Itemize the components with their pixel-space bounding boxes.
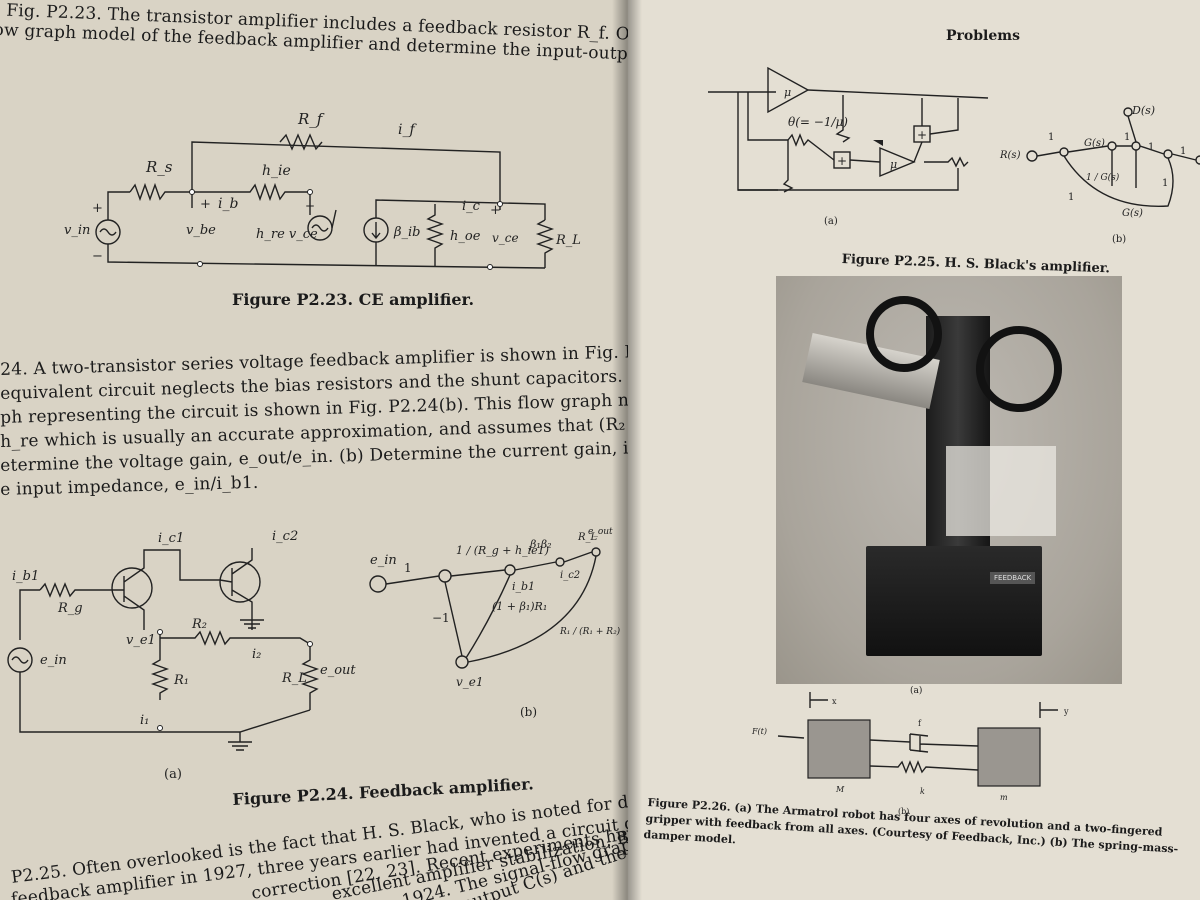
neg1-graph-label: −1 [432, 611, 450, 625]
one-b-label-3: 1 [1148, 142, 1154, 153]
bib-label: β_ib [393, 225, 421, 240]
armatrol-robot-photo: FEEDBACK [776, 276, 1122, 684]
vin-label: v_in [64, 223, 90, 238]
spring-mass-damper-diagram: x y f F(t) M k m (b) [751, 692, 1069, 816]
robot-base [866, 546, 1042, 656]
fig-p223-caption: Figure P2.23. CE amplifier. [232, 290, 475, 309]
one-b-label-5: 1 [1162, 178, 1168, 189]
x-label: x [832, 697, 837, 706]
fig-p226-sub-a: (a) [910, 686, 923, 696]
robot-wheel-1 [866, 296, 942, 372]
rl-graph-label: R_L [577, 532, 598, 543]
ce-amplifier-circuit: R_f i_f R_s h_ie + i_b + − v_in v_be h_r… [64, 110, 581, 270]
mu-2-label: μ [890, 158, 897, 171]
plus-hre: + [305, 199, 315, 213]
rl-circuit-label: R_L [281, 671, 307, 686]
y-label: y [1063, 707, 1069, 716]
rf-label: R_f [297, 110, 325, 128]
plus-vce: + [490, 203, 501, 218]
fig-p224-sub-b: (b) [520, 705, 537, 719]
M-label: M [835, 785, 845, 794]
if-label: i_f [398, 122, 417, 138]
one-b-label-6: 1 [1068, 192, 1074, 203]
vce-label: v_ce [492, 231, 519, 245]
fig-p225-sub-a: (a) [824, 216, 838, 227]
black-amplifier-signal-flow-graph: D(s) R(s) 1 G(s) 1 1 1 1 / G(s) 1 1 G(s)… [999, 104, 1200, 245]
plus-vin: + [92, 201, 103, 216]
hre-label: h_re v_ce [256, 227, 318, 242]
ein-circuit-label: e_in [40, 653, 67, 668]
one-b-label-1: 1 [1048, 132, 1054, 143]
f-label: f [918, 719, 922, 728]
p224-line-6: e input impedance, e_in/i_b1. [0, 472, 259, 500]
feedback-graph-label: (1 + β₁)R₁ [492, 600, 547, 613]
rg-label: R_g [57, 601, 83, 616]
rl-label: R_L [555, 233, 581, 248]
feedback-badge: FEEDBACK [990, 572, 1036, 584]
gs-label-2: G(s) [1122, 208, 1143, 219]
mass-m [977, 727, 1041, 787]
ve1-graph-label: v_e1 [456, 675, 484, 689]
ds-label: D(s) [1131, 104, 1155, 117]
rs-label-b: R(s) [999, 150, 1021, 161]
mass-M [807, 719, 871, 779]
robot-wheel-2 [976, 326, 1062, 412]
force-label: F(t) [751, 727, 767, 736]
frac-label: 1 / G(s) [1086, 172, 1120, 183]
feedback-amplifier-circuit: i_b1 R_g i_c1 i_c2 R₂ v_e1 e_in R₁ i₂ R_… [7, 529, 356, 782]
k-label: k [920, 787, 925, 796]
i2-label: i₂ [252, 647, 261, 662]
fig-p225-sub-b: (b) [1112, 234, 1126, 245]
one-b-label-4: 1 [1180, 146, 1186, 157]
ic2-label: i_c2 [272, 529, 298, 544]
vbe-label: v_be [186, 223, 216, 238]
i1-label: i₁ [140, 713, 149, 728]
theta-label: θ(= −1/μ) [788, 115, 848, 129]
ic2-graph-label: i_c2 [560, 570, 580, 581]
mu-1-label: μ [784, 86, 791, 99]
ic1-label: i_c1 [158, 531, 184, 546]
book-gutter [612, 0, 642, 900]
minus-vin: − [92, 249, 103, 264]
summer-2-plus: + [837, 154, 847, 168]
one-b-label-2: 1 [1124, 132, 1130, 143]
feedback-signal-flow-graph: e_in 1 1 / (R_g + h_ie1) β₁β₂ R_L i_b1 i… [369, 527, 621, 719]
ein-graph-label: e_in [370, 553, 397, 568]
ib-label: i_b [218, 196, 238, 212]
gs-label-1: G(s) [1084, 138, 1105, 149]
black-amplifier-block-diagram: + + μ μ θ(= −1/μ) (a) [708, 66, 989, 227]
plus-vbe: + [200, 197, 211, 212]
r2-label: R₂ [191, 617, 207, 632]
hoe-label: h_oe [450, 229, 481, 244]
ic-label: i_c [462, 199, 481, 214]
left-page: n Fig. P2.23. The transistor amplifier i… [0, 0, 628, 900]
ve1-label: v_e1 [126, 633, 156, 648]
ib1-label: i_b1 [12, 569, 39, 584]
fig-p226-sub-b: (b) [898, 807, 909, 816]
robot-panel [946, 446, 1056, 536]
ratio-graph-label: R₁ / (R₁ + R₂) [559, 626, 621, 637]
summer-1-plus: + [917, 128, 927, 142]
rs-label: R_s [145, 158, 173, 176]
fig-p224-sub-a: (a) [164, 767, 182, 782]
eout-label: e_out [320, 663, 356, 678]
right-page: Problems + + μ μ θ(= −1/μ) (a) [628, 0, 1200, 900]
one-graph-label: 1 [404, 561, 412, 575]
eout-graph-label: e_out [588, 527, 613, 537]
b1b2-label: β₁β₂ [529, 538, 552, 551]
running-head: Problems [946, 28, 1020, 44]
gain-label: 1 / (R_g + h_ie1) [456, 544, 549, 557]
r1-label: R₁ [173, 673, 189, 688]
hie-label: h_ie [262, 163, 291, 179]
m-label: m [1000, 793, 1008, 802]
ib1-graph-label: i_b1 [512, 580, 535, 593]
